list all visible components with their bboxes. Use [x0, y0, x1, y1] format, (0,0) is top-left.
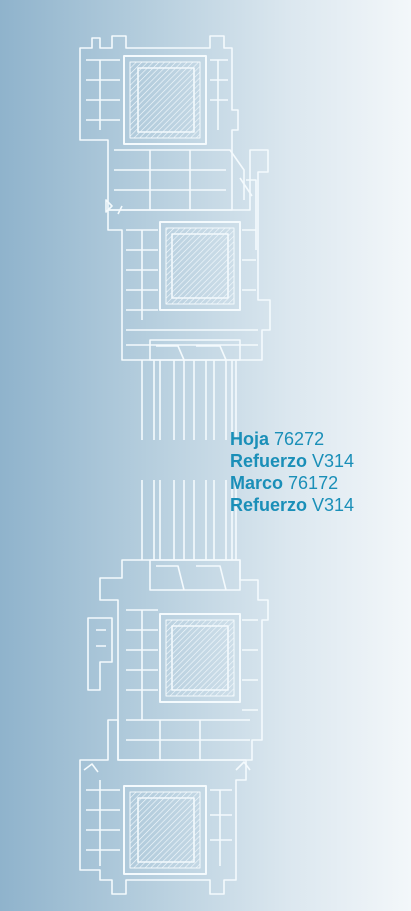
glazing-bottom [141, 480, 241, 591]
label-row-hoja: Hoja 76272 [230, 429, 325, 449]
top-sash-profile [105, 149, 271, 361]
label-row-refuerzo-2: Refuerzo V314 [230, 495, 355, 515]
bottom-sash-profile [87, 559, 269, 761]
bottom-frame-profile [79, 719, 251, 895]
label-row-refuerzo-1: Refuerzo V314 [230, 451, 355, 471]
glazing-top [141, 339, 241, 440]
label-row-marco: Marco 76172 [230, 473, 339, 493]
legend-labels: Hoja 76272 Refuerzo V314 Marco 76172 Ref… [230, 428, 354, 516]
top-frame-profile [79, 35, 245, 211]
